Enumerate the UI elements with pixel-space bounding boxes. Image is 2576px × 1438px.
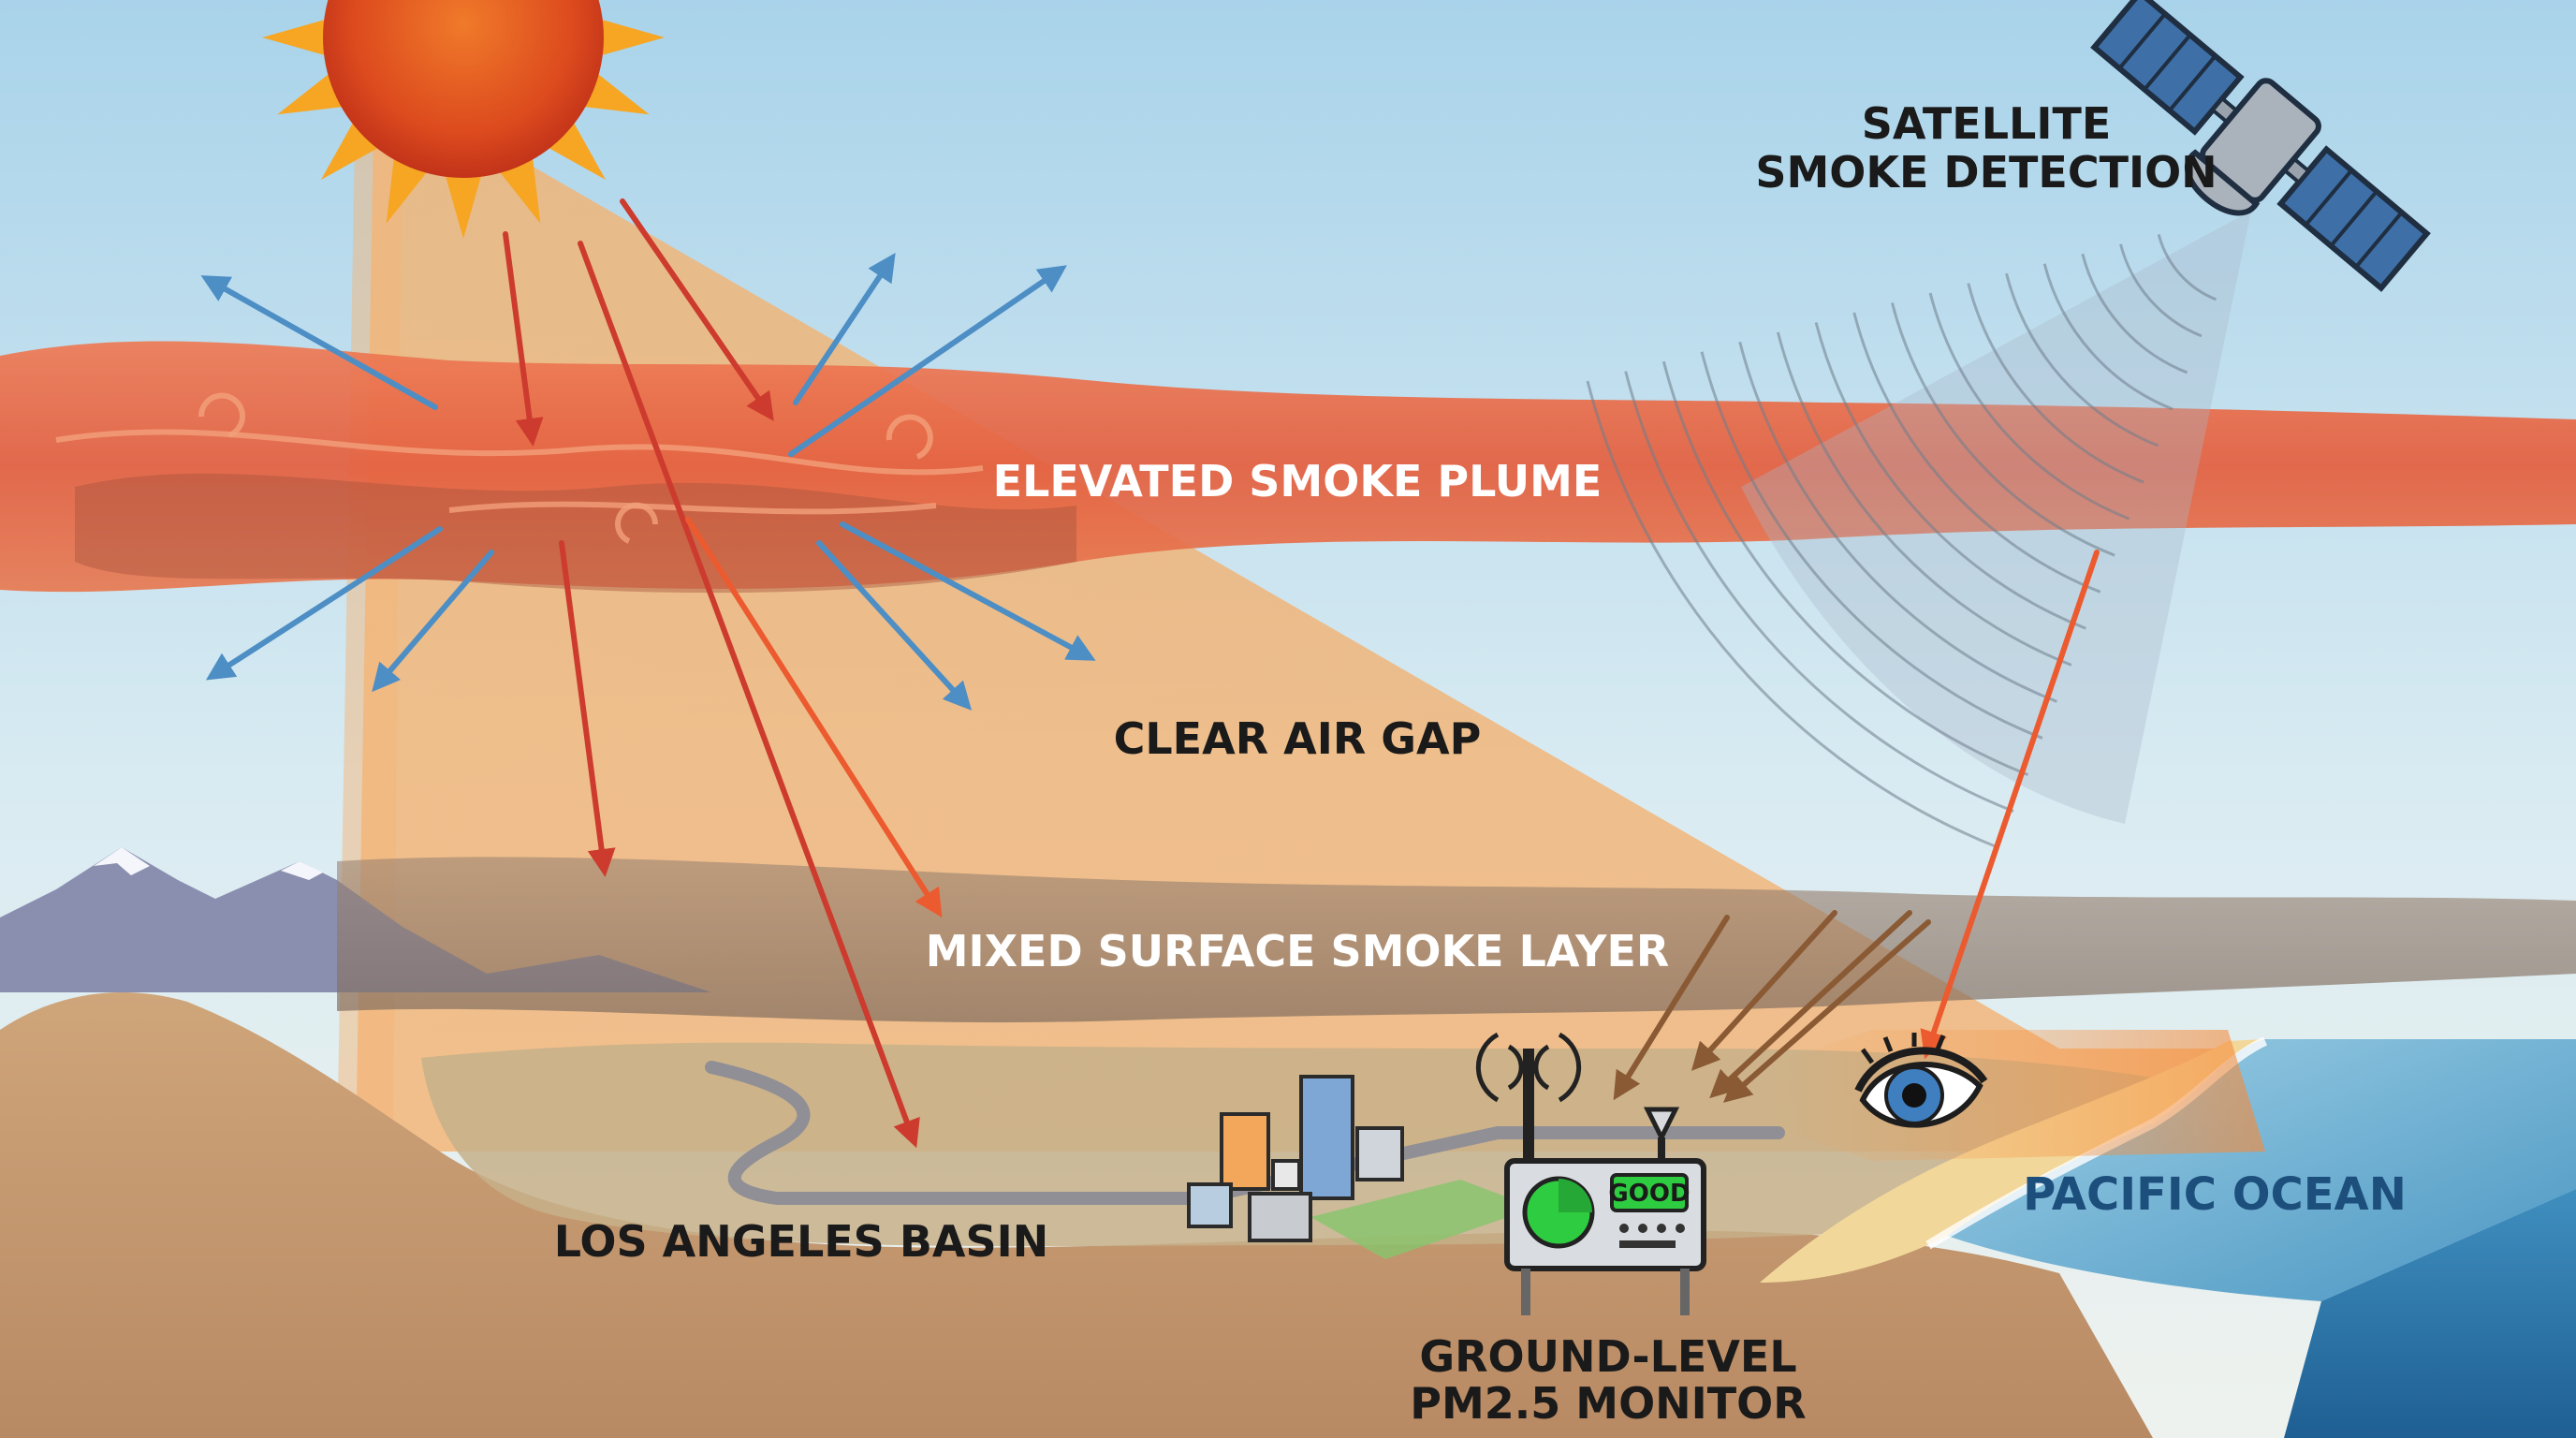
sun-ray <box>262 18 329 57</box>
scatter-arrow <box>200 275 438 410</box>
elevated-plume-dark-band <box>75 473 1076 594</box>
elevated-plume-shape <box>0 341 2576 593</box>
scan-arc <box>1624 371 2014 813</box>
satellite-scan-arcs <box>1586 233 2217 849</box>
scan-arc <box>2005 272 2159 448</box>
plume-swirl-curl <box>198 392 933 544</box>
arrows <box>200 198 2100 1149</box>
satellite-to-eye-arrow <box>1920 550 2100 1060</box>
sun-ray <box>386 154 430 224</box>
sun-ray <box>579 71 650 115</box>
satellite-icon <box>2090 0 2431 292</box>
scan-arc <box>2119 243 2203 338</box>
solar-arrow <box>559 540 616 877</box>
sun-ray <box>597 18 665 57</box>
ocean-top <box>1947 1039 2576 1301</box>
scan-arc <box>1814 321 2086 630</box>
scan-arc <box>2042 263 2174 411</box>
eye-icon <box>1854 1033 1988 1128</box>
highway-road <box>705 1061 1785 1205</box>
solar-arrow <box>685 517 943 918</box>
solar-arrow <box>503 231 544 447</box>
monitor-label-line2: PM2.5 MONITOR <box>1410 1378 1806 1429</box>
city-buildings-icon <box>1187 1075 1404 1242</box>
land-terrain <box>0 992 2153 1438</box>
green-field <box>1310 1180 1535 1259</box>
ocean-label: PACIFIC OCEAN <box>2023 1168 2407 1221</box>
smoke-settling-arrow <box>1709 910 1912 1099</box>
monitor-screen-text: GOOD <box>1608 1180 1690 1208</box>
scan-arc <box>1661 360 2029 776</box>
sun-ray <box>497 154 541 224</box>
monitor-station-icon <box>1504 1049 1706 1315</box>
smoke-settling-arrow <box>1690 910 1837 1071</box>
scatter-arrow <box>205 526 443 681</box>
satellite-scan-cone <box>1741 211 2251 824</box>
scan-arc <box>2081 253 2188 374</box>
mountain-snowcaps <box>94 847 323 880</box>
scan-arc <box>1700 351 2043 740</box>
solar-arrow <box>578 241 920 1149</box>
monitor-label-line1: GROUND-LEVEL <box>1419 1331 1796 1382</box>
sun-ray <box>444 171 483 239</box>
eye-glow <box>1760 1030 2265 1161</box>
solar-arrow <box>620 198 774 421</box>
scan-arc <box>1776 331 2072 667</box>
basin-label: LOS ANGELES BASIN <box>554 1216 1048 1267</box>
smoke-settling-arrow <box>1613 915 1730 1101</box>
sun-icon <box>262 0 665 239</box>
scan-arc <box>1967 283 2144 484</box>
scan-arc <box>1852 312 2101 594</box>
scan-arc <box>2157 233 2217 301</box>
antenna-signal-icon <box>1475 1032 1582 1103</box>
scan-arc <box>1586 380 2000 849</box>
scatter-arrow <box>372 550 494 693</box>
scan-arc <box>1738 341 2057 703</box>
elevated-plume-label: ELEVATED SMOKE PLUME <box>993 456 1603 506</box>
scan-arc <box>1890 302 2115 557</box>
ocean-side <box>2284 1189 2576 1438</box>
satellite-label-line1: SATELLITE <box>1862 98 2112 149</box>
scan-arc <box>1928 292 2130 521</box>
scatter-arrow <box>788 265 1067 457</box>
satellite-label-line2: SMOKE DETECTION <box>1755 147 2217 198</box>
surface-smoke-shape <box>337 857 2576 1023</box>
clear-gap-label: CLEAR AIR GAP <box>1114 713 1482 764</box>
surface-layer-label: MIXED SURFACE SMOKE LAYER <box>926 926 1670 976</box>
scatter-arrow <box>816 540 973 711</box>
scatter-arrow <box>793 253 896 405</box>
sun-ray <box>277 71 347 115</box>
scatter-arrow <box>840 521 1096 661</box>
plume-swirl-line <box>55 429 984 515</box>
smoke-settling-arrow <box>1722 919 1931 1103</box>
